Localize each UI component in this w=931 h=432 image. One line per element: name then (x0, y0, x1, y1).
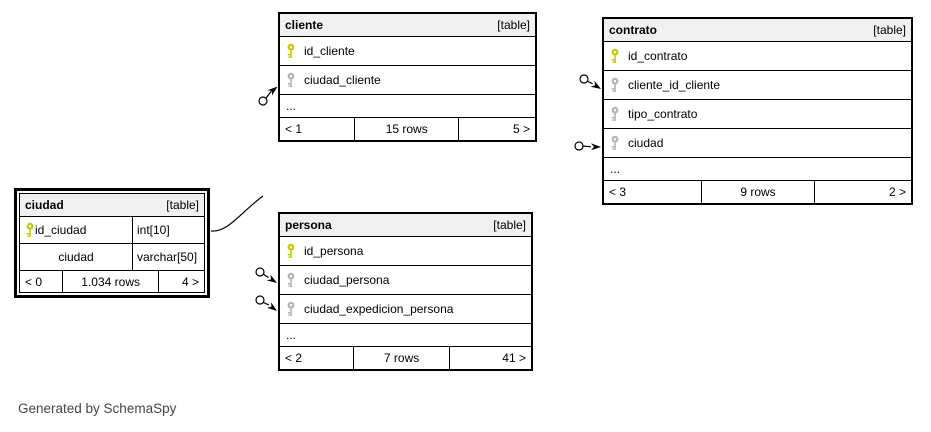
fk-endpoint-persona-ciudad_persona (255, 267, 277, 283)
column-name: id_persona (304, 244, 364, 258)
column-row: id_persona (280, 237, 531, 266)
foreign-key-icon (611, 77, 619, 92)
column-row: ciudad_expedicion_persona (280, 295, 531, 324)
column-name: tipo_contrato (628, 107, 698, 121)
table-header: ciudad [table] (20, 194, 204, 217)
table-footer: < 2 7 rows 41 > (280, 347, 531, 369)
pagination-next: 4 > (157, 271, 204, 292)
column-row: cliente_id_cliente (604, 71, 911, 100)
fk-endpoint-persona-ciudad_expedicion_persona (255, 295, 277, 311)
table-cliente[interactable]: cliente [table] id_cliente ciudad_client… (278, 12, 537, 142)
column-row: id_contrato (604, 42, 911, 71)
table-inner: ciudad [table] id_ciudad int[10] ciudad … (19, 193, 205, 293)
pagination-prev: < 1 (285, 122, 303, 136)
column-row: ciudad_persona (280, 266, 531, 295)
row-count: 1.034 rows (62, 271, 158, 292)
pagination-prev: < 2 (285, 351, 303, 365)
table-ciudad[interactable]: ciudad [table] id_ciudad int[10] ciudad … (14, 188, 210, 298)
column-type: varchar[50] (132, 244, 204, 270)
generated-by-note: Generated by SchemaSpy (18, 401, 177, 416)
column-row: id_cliente (280, 37, 535, 66)
column-row: ciudad_cliente (280, 66, 535, 95)
table-name[interactable]: persona (285, 218, 332, 232)
primary-key-icon (287, 43, 295, 58)
column-name: ciudad_cliente (304, 73, 381, 87)
foreign-key-icon (611, 135, 619, 150)
fk-endpoint-contrato-cliente_id_cliente (579, 74, 601, 89)
column-type: int[10] (132, 217, 204, 243)
table-footer: < 0 1.034 rows 4 > (20, 271, 204, 292)
pagination-prev: < 0 (25, 274, 43, 289)
table-tag: [table] (873, 23, 906, 37)
column-row: ciudad varchar[50] (20, 244, 204, 271)
column-name: cliente_id_cliente (628, 78, 721, 92)
primary-key-icon (611, 48, 619, 63)
row-count: 9 rows (700, 181, 815, 203)
table-contrato[interactable]: contrato [table] id_contrato cliente_id_… (602, 17, 913, 205)
column-row: ciudad (604, 129, 911, 158)
ellipsis-row: ... (604, 158, 911, 181)
pagination-prev: < 3 (609, 185, 627, 199)
row-count: 7 rows (352, 347, 450, 369)
table-footer: < 3 9 rows 2 > (604, 181, 911, 203)
row-count: 15 rows (353, 118, 459, 140)
table-name[interactable]: cliente (285, 18, 324, 32)
foreign-key-icon (287, 272, 295, 287)
primary-key-icon (287, 243, 295, 258)
fk-endpoint-cliente-ciudad_cliente (258, 86, 278, 106)
fk-endpoint-contrato-ciudad (574, 141, 601, 151)
table-tag: [table] (166, 198, 199, 212)
column-name: ciudad (628, 136, 664, 150)
table-header: persona [table] (280, 214, 531, 237)
pagination-next: 2 > (814, 181, 911, 203)
edge-ciudad-curve (210, 195, 264, 232)
column-name: ciudad_persona (304, 273, 390, 287)
table-tag: [table] (497, 18, 530, 32)
column-name: id_cliente (304, 44, 355, 58)
pagination-next: 41 > (449, 347, 531, 369)
table-footer: < 1 15 rows 5 > (280, 118, 535, 140)
foreign-key-icon (287, 301, 295, 316)
column-name: ciudad_expedicion_persona (304, 302, 454, 316)
table-tag: [table] (493, 218, 526, 232)
ellipsis-row: ... (280, 95, 535, 118)
ellipsis-row: ... (280, 324, 531, 347)
column-name: id_ciudad (35, 223, 87, 237)
table-name[interactable]: contrato (609, 23, 657, 37)
column-name: ciudad (58, 250, 94, 264)
table-header: contrato [table] (604, 19, 911, 42)
primary-key-icon (26, 222, 34, 237)
table-persona[interactable]: persona [table] id_persona ciudad_person… (278, 212, 533, 371)
table-header: cliente [table] (280, 14, 535, 37)
column-name: id_contrato (628, 49, 688, 63)
foreign-key-icon (611, 106, 619, 121)
pagination-next: 5 > (458, 118, 535, 140)
column-row: tipo_contrato (604, 100, 911, 129)
column-row: id_ciudad int[10] (20, 217, 204, 244)
foreign-key-icon (287, 72, 295, 87)
table-name[interactable]: ciudad (25, 198, 64, 212)
